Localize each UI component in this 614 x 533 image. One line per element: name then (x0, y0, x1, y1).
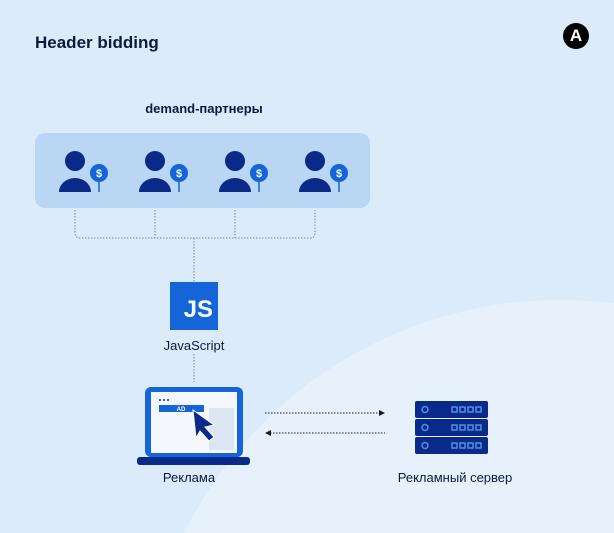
demand-partners-box (35, 133, 370, 208)
svg-text:$: $ (336, 168, 342, 180)
partner-icon: $ (219, 151, 268, 192)
server-icon (415, 401, 488, 454)
partner-icons: $ $ $ $ (59, 151, 348, 192)
ad-tag: AD (177, 407, 186, 413)
svg-text:$: $ (96, 168, 102, 180)
demand-partners-label: demand-партнеры (145, 101, 263, 116)
ad-server-label: Рекламный сервер (397, 470, 513, 485)
svg-text:$: $ (176, 168, 182, 180)
javascript-icon (170, 282, 218, 330)
brand-logo: A (563, 23, 589, 49)
connector-lines (74, 210, 316, 382)
response-arrow (265, 430, 385, 436)
request-arrow (265, 410, 385, 416)
partner-icon: $ (139, 151, 188, 192)
logo-letter: A (569, 26, 583, 45)
page-title: Header bidding (35, 33, 159, 52)
ad-label: Реклама (162, 470, 216, 485)
javascript-label: JavaScript (163, 338, 225, 353)
partner-icon: $ (299, 151, 348, 192)
svg-text:$: $ (256, 168, 262, 180)
laptop-icon: AD (137, 387, 250, 465)
background-circle (184, 300, 614, 533)
js-badge-text: JS (183, 296, 213, 323)
partner-icon: $ (59, 151, 108, 192)
